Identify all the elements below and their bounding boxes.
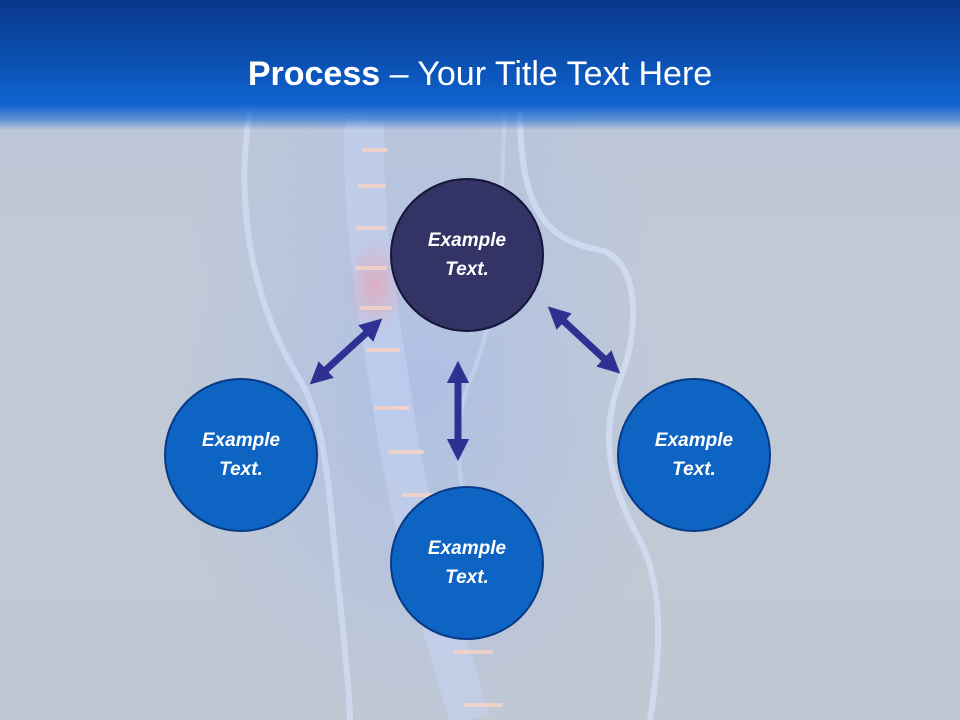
title-bold: Process: [247, 55, 381, 93]
circle-bottom-text: Example Text.: [427, 538, 507, 588]
circle-left: Example Text.: [164, 378, 318, 532]
circle-right-text: Example Text.: [654, 430, 734, 480]
circle-right: Example Text.: [617, 378, 771, 532]
circle-top-text: Example Text.: [427, 230, 507, 280]
title-bar: [0, 0, 960, 130]
title-rest: – Your Title Text Here: [380, 55, 713, 93]
circle-left-text: Example Text.: [201, 430, 281, 480]
slide-title: Process – Your Title Text Here: [0, 52, 960, 96]
circle-top: Example Text.: [390, 178, 544, 332]
circle-bottom: Example Text.: [390, 486, 544, 640]
